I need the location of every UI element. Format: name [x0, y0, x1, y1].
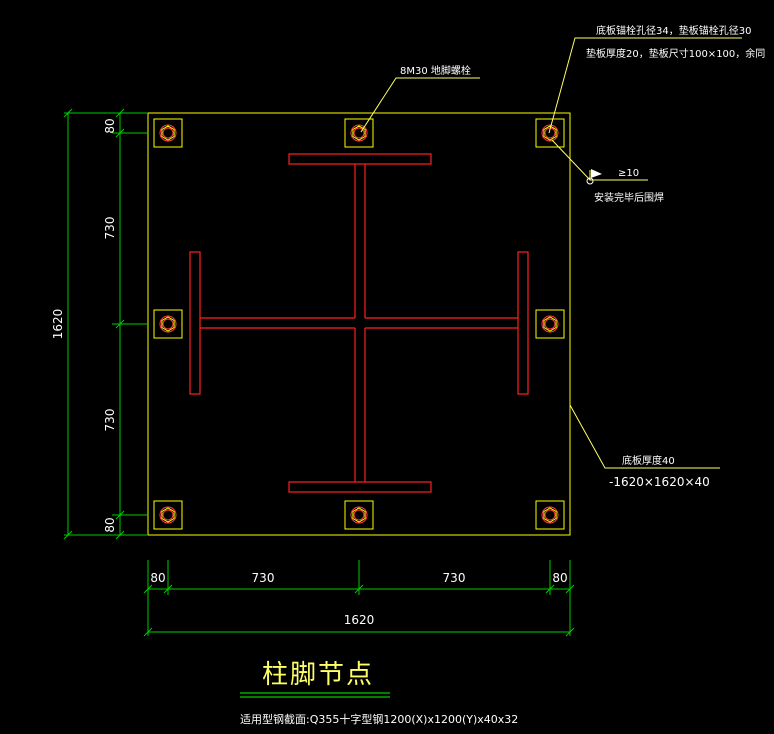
- bolt-circle: [159, 124, 177, 142]
- bolt-hole-note-line2: 垫板厚度20，垫板尺寸100×100，余同: [586, 47, 765, 60]
- field-weld-circle-icon: [586, 177, 594, 185]
- bolt-circle: [541, 506, 559, 524]
- bottom-dim-total: 1620: [344, 613, 375, 627]
- left-dim-2: 730: [103, 217, 117, 240]
- bolt-circle: [353, 127, 365, 139]
- left-dim-4: 80: [103, 517, 117, 532]
- weld-size-label: ≥10: [618, 168, 639, 179]
- anchor-bolt: [344, 500, 374, 530]
- weld-note: 安装完毕后围焊: [594, 191, 664, 204]
- bolt-circle: [159, 506, 177, 524]
- drawing-subtitle: 适用型钢截面:Q355十字型钢1200(X)x1200(Y)x40x32: [240, 712, 518, 726]
- left-dimensions: [63, 108, 148, 540]
- left-dim-total: 1620: [51, 309, 65, 340]
- bolt-nut: [161, 125, 175, 141]
- drawing-title: 柱脚节点: [262, 660, 374, 690]
- base-plate-thickness-label: 底板厚度40: [622, 454, 675, 467]
- bottom-dim-4: 80: [552, 571, 567, 585]
- washer-plate: [153, 500, 183, 530]
- anchor-bolt: [535, 309, 565, 339]
- anchor-bolt: [153, 500, 183, 530]
- anchor-bolt: [535, 500, 565, 530]
- base-plate-size-label: -1620×1620×40: [609, 475, 710, 489]
- bolt-nut: [543, 507, 557, 523]
- washer-plate: [535, 118, 565, 148]
- left-dim-1: 80: [103, 118, 117, 133]
- bolt-nut: [161, 316, 175, 332]
- washer-plate: [344, 500, 374, 530]
- left-dim-3: 730: [103, 409, 117, 432]
- washer-plate: [153, 118, 183, 148]
- weld-flag-icon: [591, 169, 602, 178]
- bolt-hole-note-line1: 底板锚栓孔径34，垫板锚栓孔径30: [596, 24, 751, 37]
- bottom-dim-3: 730: [443, 571, 466, 585]
- bolt-circle: [544, 318, 556, 330]
- anchor-bolt: [344, 118, 374, 148]
- bolt-nut: [543, 316, 557, 332]
- washer-plate: [535, 309, 565, 339]
- bolt-nut: [352, 507, 366, 523]
- leader-lines: [360, 37, 742, 469]
- bottom-dimensions: [143, 560, 575, 637]
- bolt-circle: [350, 124, 368, 142]
- anchor-bolt: [153, 118, 183, 148]
- anchor-bolt: [153, 309, 183, 339]
- bolt-circle: [541, 315, 559, 333]
- bottom-dim-1: 80: [150, 571, 165, 585]
- washer-plate: [535, 500, 565, 530]
- bolt-circle: [544, 509, 556, 521]
- bolt-circle: [162, 318, 174, 330]
- washer-plate: [344, 118, 374, 148]
- anchor-bolt: [535, 118, 565, 148]
- bolt-circle: [541, 124, 559, 142]
- base-plate: [147, 112, 571, 536]
- bolt-circle: [162, 509, 174, 521]
- anchor-bolts: [153, 118, 565, 530]
- bolt-circle: [162, 127, 174, 139]
- bolt-nut: [161, 507, 175, 523]
- bolt-nut: [352, 125, 366, 141]
- cross-steel-section: [189, 153, 529, 493]
- bolt-circle: [350, 506, 368, 524]
- bolt-circle: [353, 509, 365, 521]
- bottom-dim-2: 730: [252, 571, 275, 585]
- anchor-bolt-label: 8M30 地脚螺栓: [400, 64, 471, 77]
- bolt-circle: [159, 315, 177, 333]
- bolt-nut: [543, 125, 557, 141]
- washer-plate: [153, 309, 183, 339]
